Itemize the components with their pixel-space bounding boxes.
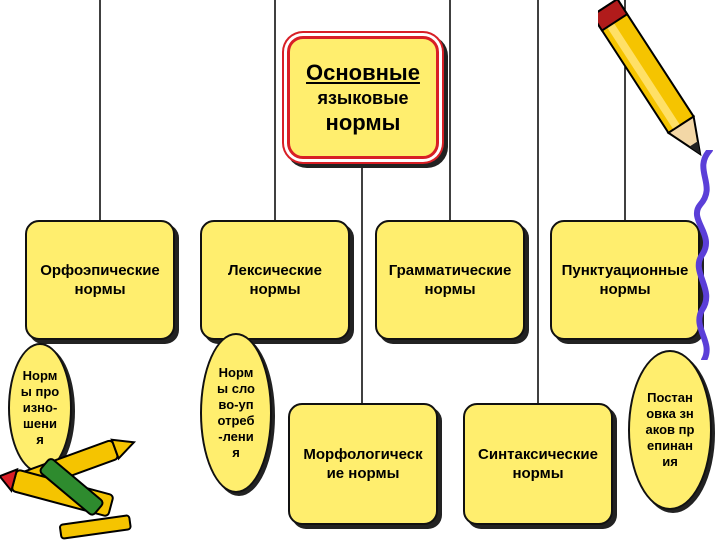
- syntactic-norms-label: Синтаксические нормы: [478, 446, 598, 482]
- main-norms-box: Основные языковые нормы: [287, 36, 439, 159]
- morphological-norms-label: Морфологические нормы: [303, 446, 423, 482]
- punctuation-marks-oval: Постановка знаков препинания: [628, 350, 712, 510]
- grammatical-norms-box: Грамматические нормы: [375, 220, 525, 340]
- punctuation-norms-box: Пунктуационные нормы: [550, 220, 700, 340]
- orthoepic-norms-box: Орфоэпические нормы: [25, 220, 175, 340]
- lexical-norms-box: Лексические нормы: [200, 220, 350, 340]
- main-title-line3: нормы: [325, 109, 401, 135]
- word-usage-norms-oval: Нормы слово-употреб-ления: [200, 333, 272, 493]
- main-title-line2: языковые: [317, 87, 409, 108]
- word-usage-norms-label: Нормы слово-употреб-ления: [217, 365, 255, 460]
- morphological-norms-box: Морфологические нормы: [288, 403, 438, 525]
- swirl-decoration: [694, 150, 713, 360]
- pronunciation-norms-oval: Нормы произно-шения: [8, 343, 72, 473]
- syntactic-norms-box: Синтаксические нормы: [463, 403, 613, 525]
- pronunciation-norms-label: Нормы произно-шения: [20, 368, 60, 447]
- punctuation-marks-label: Постановка знаков препинания: [645, 390, 695, 469]
- orthoepic-norms-label: Орфоэпические нормы: [40, 262, 160, 298]
- pencil-icon: [598, 0, 702, 157]
- punctuation-norms-label: Пунктуационные нормы: [561, 262, 689, 298]
- lexical-norms-label: Лексические нормы: [227, 262, 322, 298]
- crayons-icon: [0, 438, 137, 540]
- main-title-line1: Основные: [306, 59, 420, 85]
- grammatical-norms-label: Грамматические нормы: [388, 262, 512, 298]
